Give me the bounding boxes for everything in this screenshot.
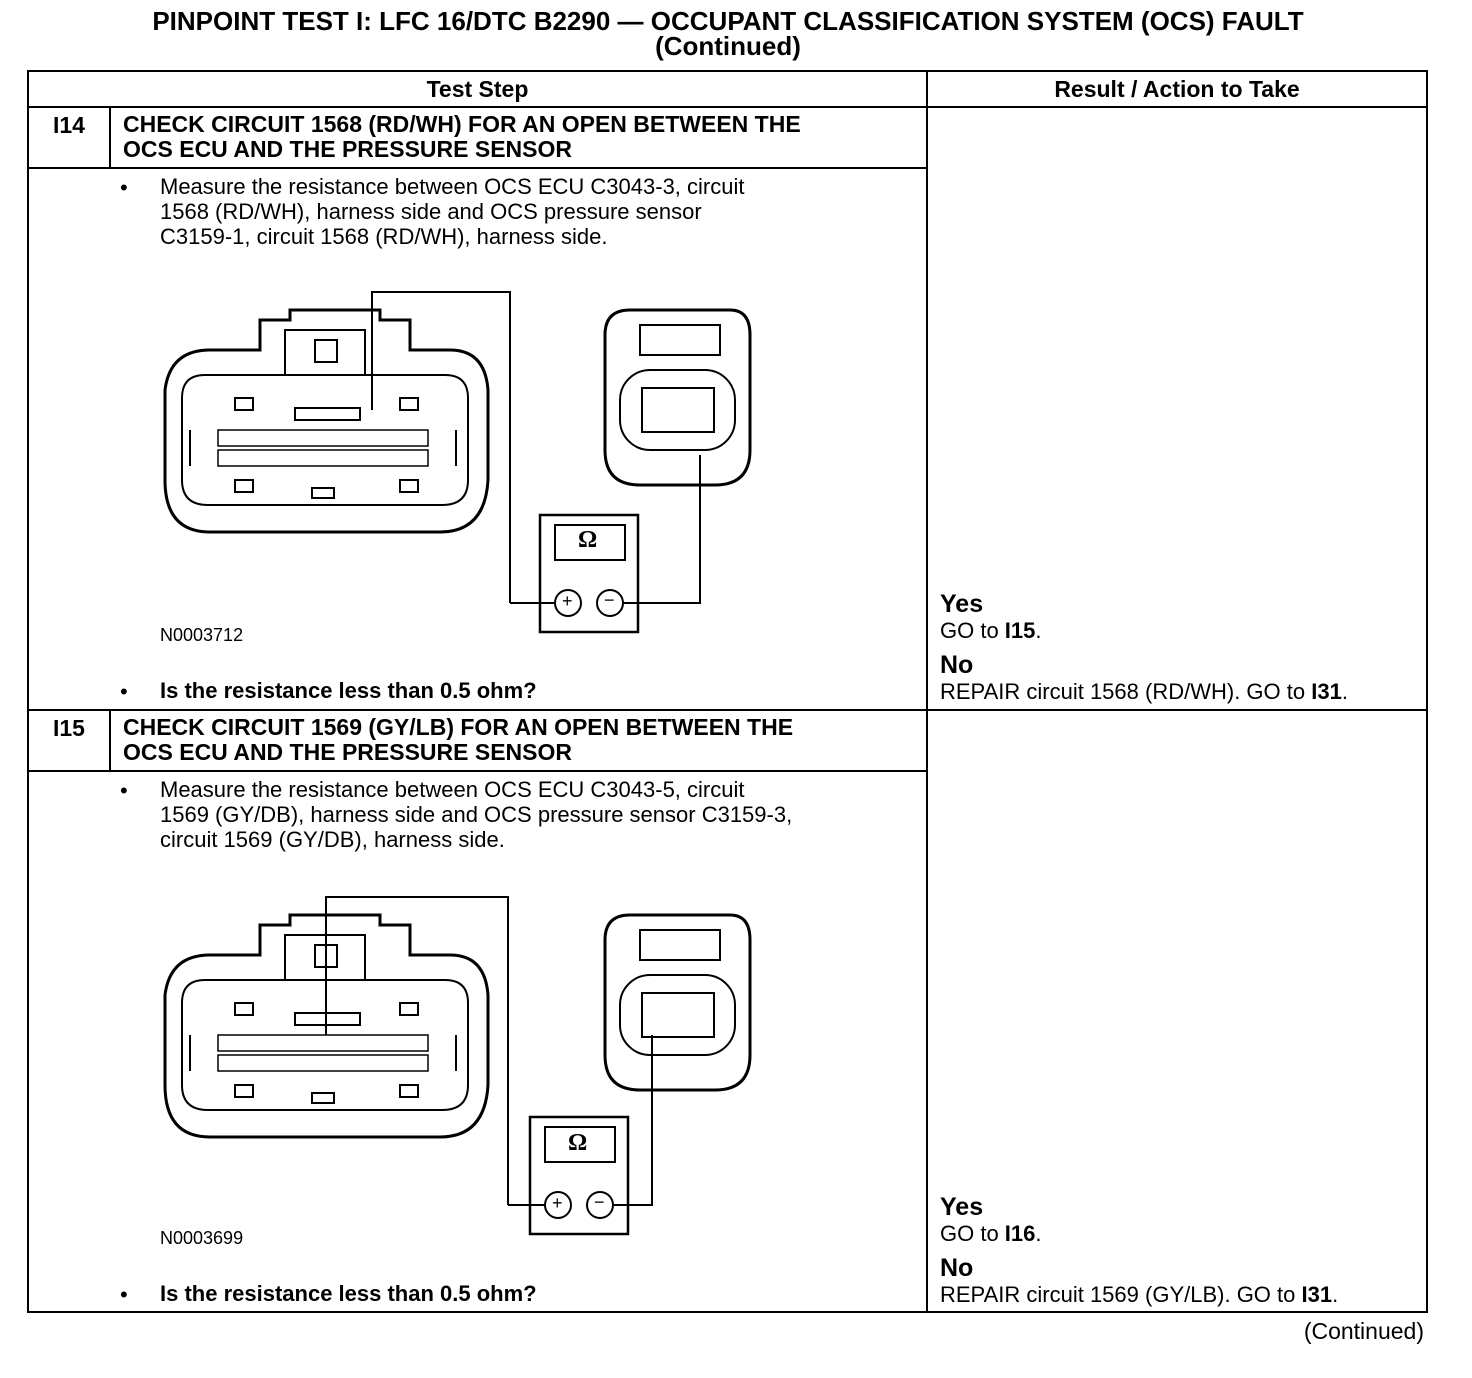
meter-minus: − <box>604 590 615 610</box>
step-title-divider <box>27 167 927 169</box>
negative-lead <box>623 455 701 604</box>
step-title-divider <box>27 770 927 772</box>
positive-lead <box>371 291 555 604</box>
step-question: Is the resistance less than 0.5 ohm? <box>160 678 537 703</box>
step-question: Is the resistance less than 0.5 ohm? <box>160 1281 537 1306</box>
header-result: Result / Action to Take <box>1054 76 1300 102</box>
step-instruction: Measure the resistance between OCS ECU C… <box>160 777 793 852</box>
step-number-divider <box>109 106 111 168</box>
figure-id: N0003712 <box>160 625 244 645</box>
bullet: • <box>120 1282 128 1307</box>
negative-lead <box>613 1035 653 1206</box>
yes-target-link[interactable]: I16 <box>1004 1221 1036 1246</box>
pressure-sensor-connector <box>603 308 752 487</box>
connector-diagram <box>163 896 752 1236</box>
yes-target-link[interactable]: I15 <box>1004 618 1036 643</box>
no-label: No <box>940 1254 974 1282</box>
no-target-link[interactable]: I31 <box>1311 679 1342 704</box>
meter-minus: − <box>594 1192 605 1212</box>
no-label: No <box>940 651 974 679</box>
column-divider <box>926 70 928 1313</box>
yes-action: GO to I16. <box>940 1221 1042 1246</box>
figure-id: N0003699 <box>160 1228 244 1248</box>
no-action: REPAIR circuit 1568 (RD/WH). GO to I31. <box>940 679 1348 704</box>
bullet: • <box>120 175 128 200</box>
step-number-divider <box>109 709 111 771</box>
meter-plus: + <box>562 591 573 611</box>
bullet: • <box>120 679 128 704</box>
header-divider <box>27 106 1428 108</box>
step-title: CHECK CIRCUIT 1569 (GY/LB) FOR AN OPEN B… <box>123 714 794 765</box>
connector-diagram <box>163 291 752 634</box>
step-divider <box>27 709 1428 711</box>
meter-symbol: Ω <box>568 1130 588 1156</box>
ocs-ecu-connector <box>163 308 490 534</box>
pressure-sensor-connector <box>603 913 752 1092</box>
bullet: • <box>120 778 128 803</box>
meter-plus: + <box>552 1193 563 1213</box>
no-action: REPAIR circuit 1569 (GY/LB). GO to I31. <box>940 1282 1339 1307</box>
page-title: PINPOINT TEST I: LFC 16/DTC B2290 — OCCU… <box>152 6 1304 36</box>
yes-label: Yes <box>940 590 984 618</box>
ohmmeter <box>528 1115 630 1236</box>
page-subtitle: (Continued) <box>655 31 801 61</box>
pinpoint-table <box>27 70 1428 1313</box>
continued-note: (Continued) <box>1303 1318 1424 1344</box>
step-number: I15 <box>53 715 85 741</box>
step-number: I14 <box>53 112 85 138</box>
meter-symbol: Ω <box>578 527 598 553</box>
header-test-step: Test Step <box>426 76 529 102</box>
yes-action: GO to I15. <box>940 618 1042 643</box>
yes-label: Yes <box>940 1193 984 1221</box>
no-target-link[interactable]: I31 <box>1301 1282 1333 1307</box>
step-instruction: Measure the resistance between OCS ECU C… <box>160 174 745 249</box>
step-title: CHECK CIRCUIT 1568 (RD/WH) FOR AN OPEN B… <box>123 111 801 162</box>
positive-lead <box>325 896 545 1206</box>
